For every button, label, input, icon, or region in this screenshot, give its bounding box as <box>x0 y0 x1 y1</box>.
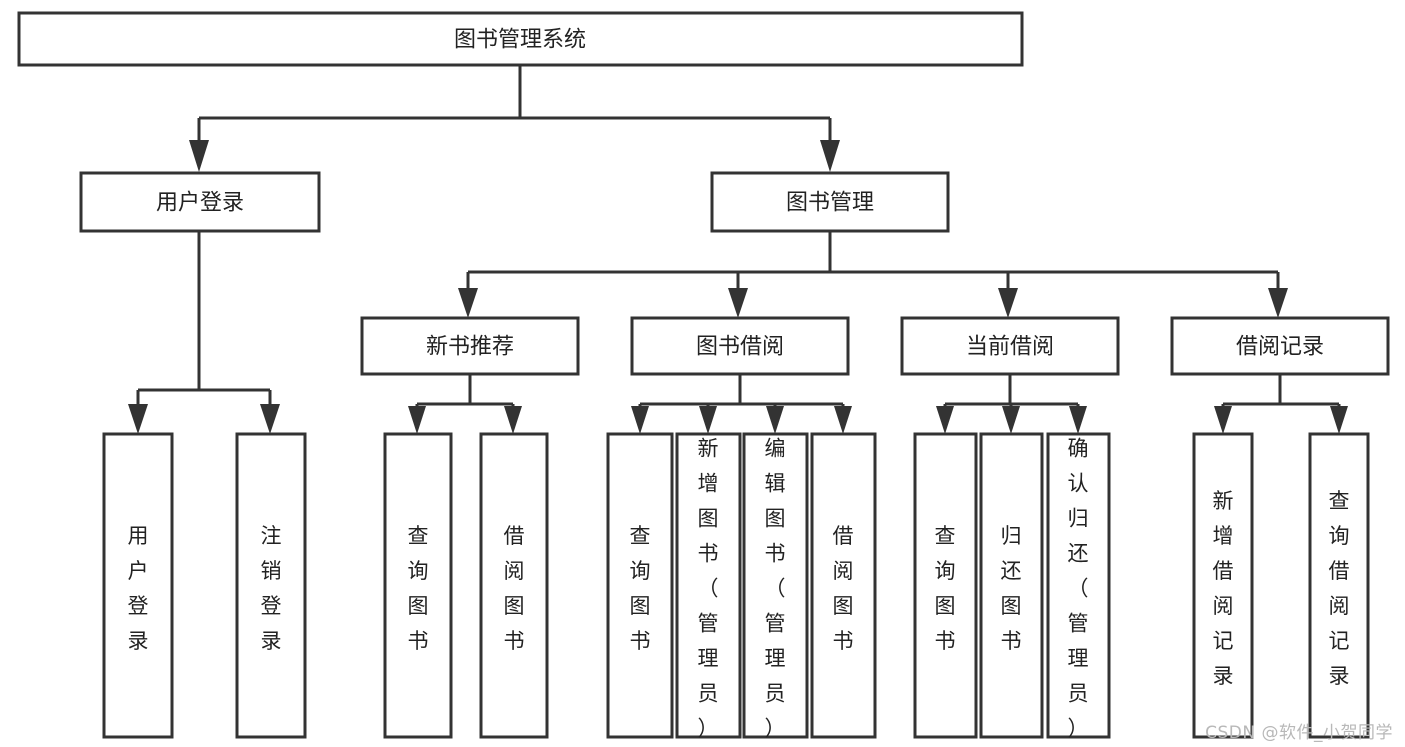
leaf-record-query-record-label: 查询借阅记录 <box>1329 489 1350 688</box>
node-book-borrow[interactable]: 图书借阅 <box>630 316 850 376</box>
node-current-borrow-label: 当前借阅 <box>966 335 1054 360</box>
node-book-manage[interactable]: 图书管理 <box>710 171 950 233</box>
leaf-borrow-edit-book-box[interactable] <box>742 432 809 739</box>
leaf-borrow-add-book-box[interactable] <box>675 432 742 739</box>
arrow-icon-book-borrow <box>728 288 748 318</box>
node-new-book-recommend[interactable]: 新书推荐 <box>360 316 580 376</box>
node-new-book-recommend-label: 新书推荐 <box>426 335 514 360</box>
node-book-borrow-label: 图书借阅 <box>696 335 784 360</box>
leaf-user-login-box[interactable] <box>102 432 174 739</box>
node-current-borrow[interactable]: 当前借阅 <box>900 316 1120 376</box>
leaf-newbook-query-book-box[interactable] <box>383 432 453 739</box>
node-root-box[interactable] <box>17 11 1024 67</box>
node-user-login[interactable]: 用户登录 <box>79 171 321 233</box>
arrow-icon-borrow-leaf-2 <box>699 406 717 434</box>
arrow-icon-current-leaf-3 <box>1069 406 1087 434</box>
arrow-icon-newbook-leaf-2 <box>504 406 522 434</box>
leaf-current-query-book-box[interactable] <box>913 432 978 739</box>
leaf-newbook-borrow-book-box[interactable] <box>479 432 549 739</box>
arrow-icon-borrow-leaf-4 <box>834 406 852 434</box>
arrow-icon-record-leaf-1 <box>1214 406 1232 434</box>
arrow-icon-current-leaf-2 <box>1002 406 1020 434</box>
leaf-current-confirm-return-label: 确认归还（管理员） <box>1068 436 1089 740</box>
arrow-icon-borrow-record <box>1268 288 1288 318</box>
leaf-borrow-query-book-box[interactable] <box>606 432 674 739</box>
node-book-borrow-box[interactable] <box>630 316 850 376</box>
leaf-current-return-book-label: 归还图书 <box>1001 524 1022 653</box>
leaf-current-query-book-label: 查询图书 <box>935 524 956 653</box>
arrow-icon-new-book <box>458 288 478 318</box>
arrow-icon-record-leaf-2 <box>1330 406 1348 434</box>
node-borrow-record-box[interactable] <box>1170 316 1390 376</box>
node-borrow-record[interactable]: 借阅记录 <box>1170 316 1390 376</box>
node-borrow-record-label: 借阅记录 <box>1236 335 1324 360</box>
arrow-icon-leaf-logout <box>260 404 280 434</box>
node-root[interactable]: 图书管理系统 <box>17 11 1024 67</box>
leaf-borrow-borrow-book-box[interactable] <box>810 432 877 739</box>
node-root-label: 图书管理系统 <box>454 28 586 53</box>
leaf-newbook-query-book-label: 查询图书 <box>408 524 429 653</box>
leaf-newbook-borrow-book-label: 借阅图书 <box>504 524 525 653</box>
node-book-manage-box[interactable] <box>710 171 950 233</box>
node-user-login-box[interactable] <box>79 171 321 233</box>
leaf-newbook-query-book[interactable]: 查询图书 <box>383 432 453 739</box>
leaf-current-return-book[interactable]: 归还图书 <box>979 432 1044 739</box>
arrow-icon-book-manage <box>820 140 840 172</box>
node-book-manage-label: 图书管理 <box>786 191 874 216</box>
node-new-book-recommend-box[interactable] <box>360 316 580 376</box>
leaf-current-query-book[interactable]: 查询图书 <box>913 432 978 739</box>
leaf-logout[interactable]: 注销登录 <box>235 432 307 739</box>
leaf-borrow-edit-book-label: 编辑图书（管理员） <box>765 436 786 740</box>
node-current-borrow-box[interactable] <box>900 316 1120 376</box>
node-user-login-label: 用户登录 <box>156 191 244 216</box>
leaf-user-login[interactable]: 用户登录 <box>102 432 174 739</box>
leaf-record-query-record-box[interactable] <box>1308 432 1370 739</box>
arrow-icon-borrow-leaf-3 <box>766 406 784 434</box>
leaf-newbook-borrow-book[interactable]: 借阅图书 <box>479 432 549 739</box>
leaf-borrow-query-book-label: 查询图书 <box>630 524 651 653</box>
leaf-logout-box[interactable] <box>235 432 307 739</box>
leaf-current-return-book-box[interactable] <box>979 432 1044 739</box>
arrow-icon-current-borrow <box>998 288 1018 318</box>
leaf-record-add-record-box[interactable] <box>1192 432 1254 739</box>
leaf-user-login-label: 用户登录 <box>128 524 149 653</box>
leaf-borrow-borrow-book[interactable]: 借阅图书 <box>810 432 877 739</box>
leaf-borrow-query-book[interactable]: 查询图书 <box>606 432 674 739</box>
leaf-record-add-record[interactable]: 新增借阅记录 <box>1192 432 1254 739</box>
leaf-borrow-add-book[interactable]: 新增图书（管理员） <box>675 432 742 740</box>
connector-layer <box>128 66 1348 434</box>
arrow-icon-user-login <box>189 140 209 172</box>
leaf-borrow-add-book-label: 新增图书（管理员） <box>698 436 719 740</box>
arrow-icon-current-leaf-1 <box>936 406 954 434</box>
arrow-icon-borrow-leaf-1 <box>631 406 649 434</box>
arrow-icon-leaf-user-login <box>128 404 148 434</box>
leaf-current-confirm-return[interactable]: 确认归还（管理员） <box>1046 432 1111 740</box>
leaf-record-add-record-label: 新增借阅记录 <box>1213 489 1234 688</box>
arrow-icon-newbook-leaf-1 <box>408 406 426 434</box>
leaf-record-query-record[interactable]: 查询借阅记录 <box>1308 432 1370 739</box>
leaf-current-confirm-return-box[interactable] <box>1046 432 1111 739</box>
leaf-borrow-edit-book[interactable]: 编辑图书（管理员） <box>742 432 809 740</box>
leaf-logout-label: 注销登录 <box>261 524 282 653</box>
leaf-borrow-borrow-book-label: 借阅图书 <box>833 524 854 653</box>
